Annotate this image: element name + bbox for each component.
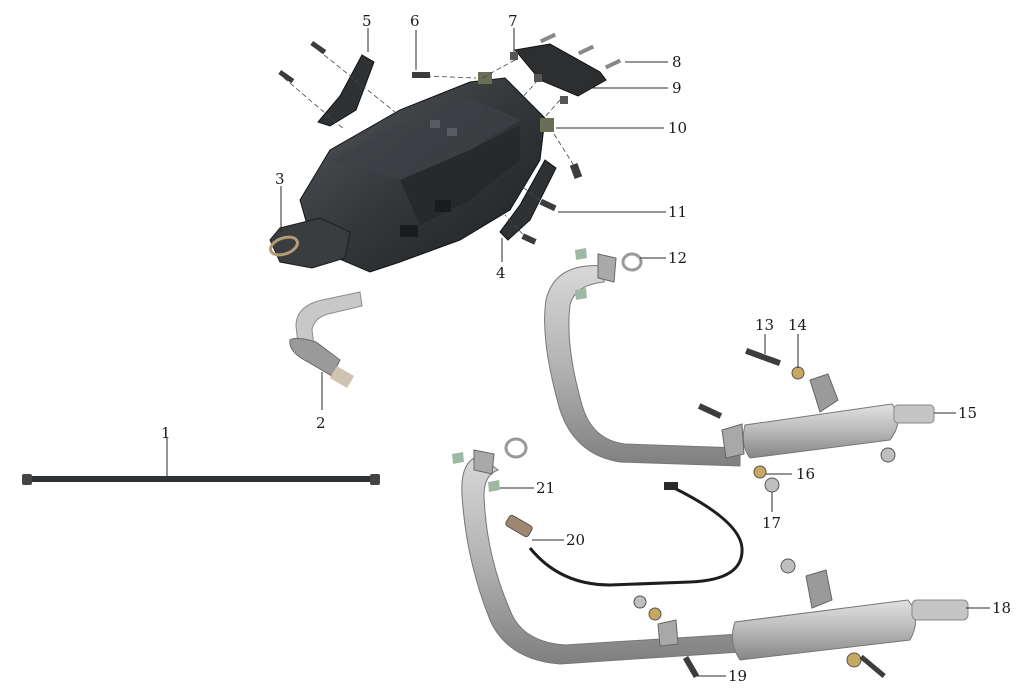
part-5-bracket (317, 54, 375, 127)
callout-4: 4 (496, 264, 506, 282)
callout-21: 21 (536, 479, 555, 497)
callout-10: 10 (668, 119, 687, 137)
callout-11: 11 (668, 203, 687, 221)
callout-15: 15 (958, 404, 977, 422)
part-2-intake-elbow (289, 291, 363, 389)
part-3-intake-hose (269, 217, 351, 269)
callout-6: 6 (410, 12, 420, 30)
part-11-bracket (499, 159, 557, 241)
airbox-housing (299, 72, 554, 273)
part-20-oxygen-sensor (505, 482, 744, 587)
callout-17: 17 (762, 514, 781, 532)
upper-exhaust-assembly (544, 248, 935, 493)
callout-2: 2 (316, 414, 326, 432)
callout-20: 20 (566, 531, 585, 549)
callout-9: 9 (672, 79, 682, 97)
callout-1: 1 (161, 424, 171, 442)
airbox-fasteners (278, 32, 622, 245)
callout-14: 14 (788, 316, 807, 334)
leader-lines (166, 28, 990, 677)
callout-7: 7 (508, 12, 518, 30)
callout-5: 5 (362, 12, 372, 30)
callout-18: 18 (992, 599, 1011, 617)
callout-16: 16 (796, 465, 815, 483)
callout-12: 12 (668, 249, 687, 267)
part-1-rod (22, 474, 380, 485)
callout-3: 3 (275, 170, 285, 188)
lower-exhaust-assembly (452, 437, 969, 679)
callout-19: 19 (728, 667, 747, 685)
assembly-lines (283, 49, 579, 241)
callout-labels: 1 2 3 4 5 6 7 8 9 10 11 12 13 14 15 16 1… (161, 12, 1011, 685)
callout-13: 13 (755, 316, 774, 334)
callout-8: 8 (672, 53, 682, 71)
